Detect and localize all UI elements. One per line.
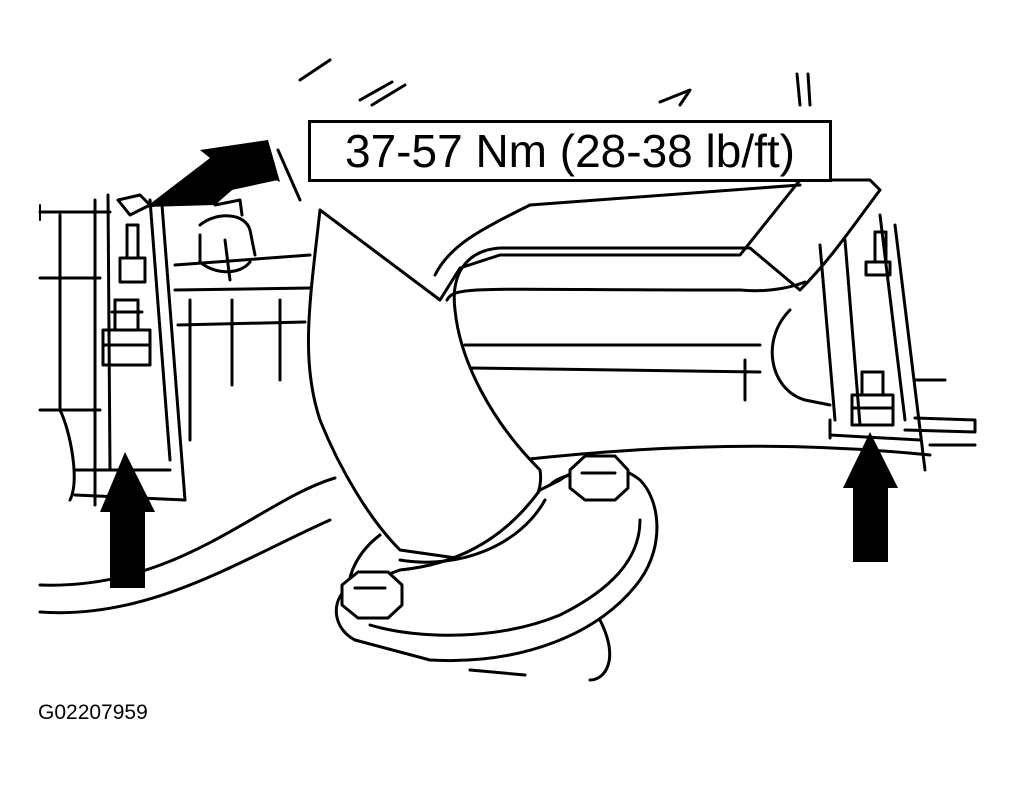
torque-label: 37-57 Nm (28-38 lb/ft) bbox=[345, 125, 795, 177]
exhaust-pipe bbox=[306, 178, 882, 562]
upper-left-arrow bbox=[146, 140, 280, 208]
flange-bolt-left bbox=[340, 570, 404, 620]
right-flange bbox=[770, 213, 927, 472]
torque-callout: 37-57 Nm (28-38 lb/ft) bbox=[308, 120, 832, 182]
pipe-clamp bbox=[198, 198, 257, 282]
right-arrow bbox=[843, 432, 898, 562]
flange-bolt-right bbox=[568, 454, 630, 502]
figure-id: G02207959 bbox=[38, 701, 148, 724]
left-flange bbox=[58, 193, 187, 507]
lower-left-arrow bbox=[100, 452, 155, 588]
background-structure bbox=[38, 58, 977, 682]
